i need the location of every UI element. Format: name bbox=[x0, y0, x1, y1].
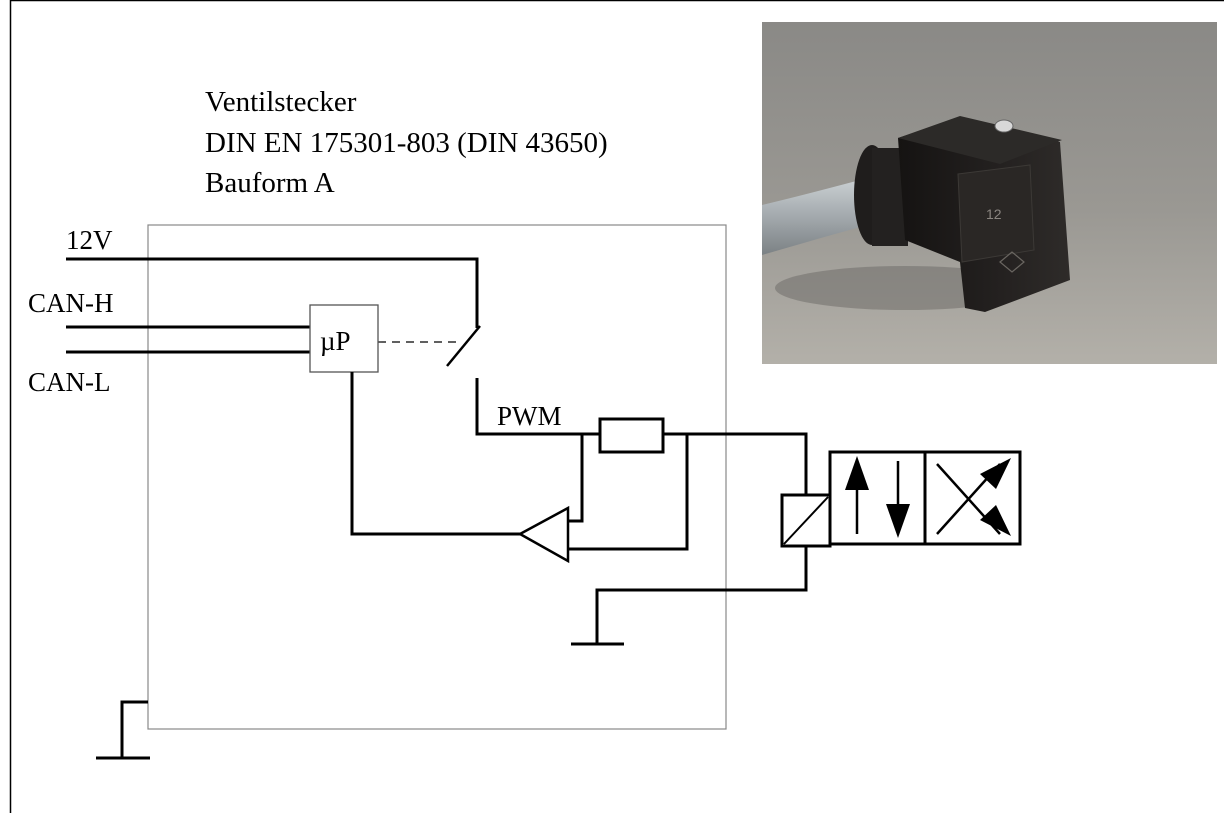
arrow-down-icon bbox=[886, 504, 910, 538]
switch-blade bbox=[446, 325, 481, 367]
microprocessor-label: µP bbox=[320, 326, 351, 356]
connector-housing-outline bbox=[147, 224, 727, 730]
title-line-1: Ventilstecker bbox=[205, 86, 357, 118]
pwm-output-line bbox=[475, 378, 600, 436]
solenoid-diagonal bbox=[783, 496, 829, 545]
solenoid-return-line bbox=[595, 546, 808, 643]
photo-screw bbox=[994, 119, 1014, 133]
photo-cable bbox=[762, 180, 878, 255]
valve-position-parallel bbox=[828, 450, 927, 546]
sense-tap-left bbox=[568, 434, 584, 523]
amplifier-triangle bbox=[517, 505, 570, 564]
label-can-l: CAN-L bbox=[28, 367, 111, 397]
outer-frame bbox=[9, 0, 1224, 813]
photo-logo-diamond bbox=[999, 251, 1025, 273]
valve-symbol bbox=[828, 450, 1022, 546]
housing-ground-line bbox=[120, 700, 148, 757]
arrow-cross-up-icon bbox=[980, 458, 1011, 489]
connector-photo: 12 bbox=[762, 22, 1217, 364]
shunt-resistor bbox=[598, 417, 665, 454]
photo-front-panel bbox=[957, 164, 1035, 263]
solenoid-supply-line bbox=[663, 432, 808, 495]
label-can-h: CAN-H bbox=[28, 288, 114, 318]
photo-connector-top bbox=[898, 116, 1062, 164]
sense-tap-right bbox=[568, 434, 689, 551]
feedback-line bbox=[350, 372, 520, 536]
title-line-2: DIN EN 175301-803 (DIN 43650) bbox=[205, 127, 608, 159]
title-line-3: Bauform A bbox=[205, 167, 335, 199]
arrow-cross-down-icon bbox=[980, 505, 1011, 536]
label-pwm: PWM bbox=[497, 401, 562, 431]
supply-line bbox=[66, 257, 479, 328]
microprocessor-box bbox=[309, 304, 379, 373]
label-12v: 12V bbox=[66, 225, 113, 255]
title-block: Ventilstecker DIN EN 175301-803 (DIN 436… bbox=[205, 86, 608, 199]
photo-cap-marking: 12 bbox=[986, 206, 1002, 222]
arrow-up-icon bbox=[845, 456, 869, 490]
